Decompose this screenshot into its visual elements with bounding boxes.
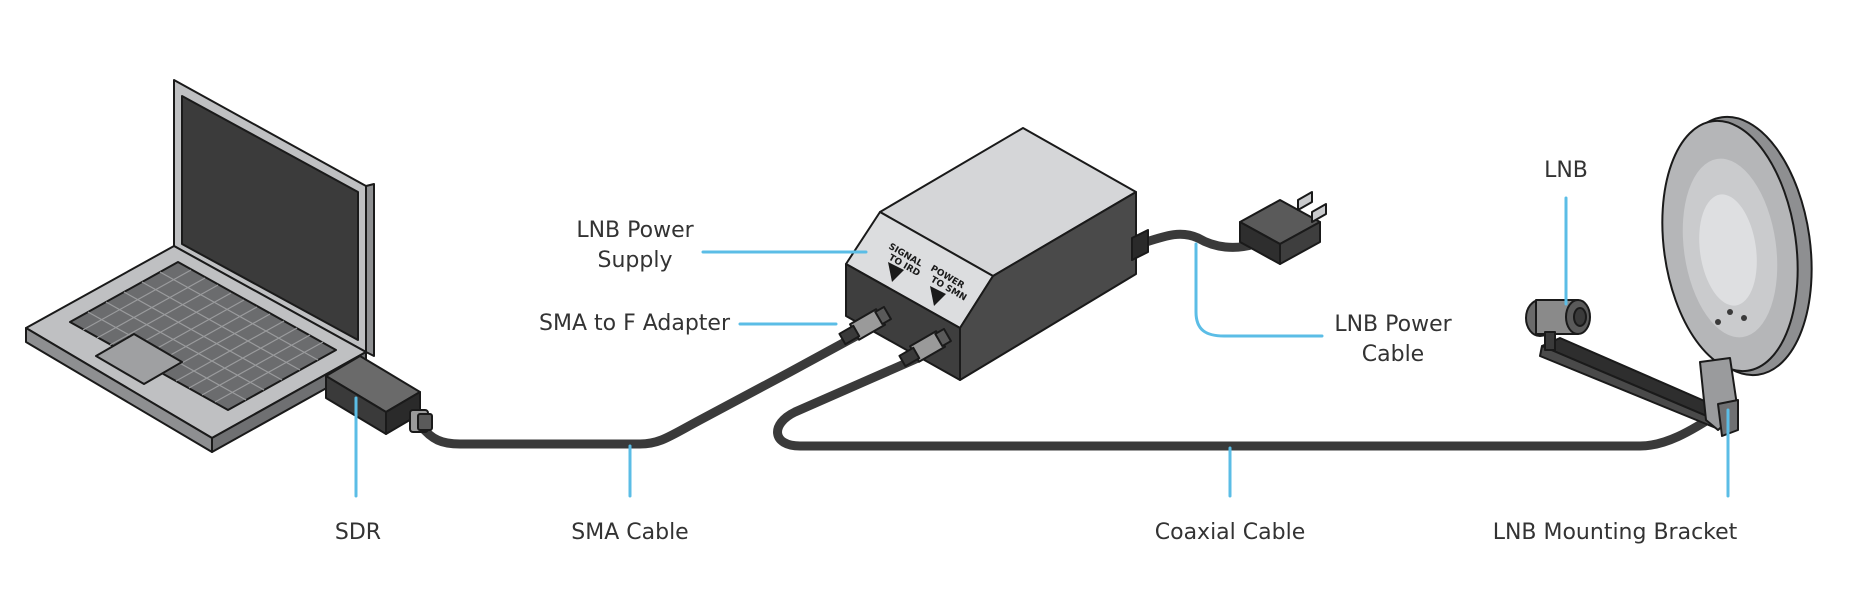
coaxial-cable — [773, 353, 1725, 451]
label-sma-to-f-adapter: SMA to F Adapter — [539, 311, 730, 336]
label-coaxial-cable: Coaxial Cable — [1154, 520, 1306, 545]
satellite-dish-icon — [1661, 115, 1813, 377]
callout-line-lnb-power-cable — [1194, 242, 1324, 338]
label-lnb: LNB — [1544, 158, 1588, 183]
sma-cable — [415, 330, 863, 449]
label-lnb-power-cable: LNB Power Cable — [1318, 310, 1468, 370]
label-sdr: SDR — [334, 520, 382, 545]
sdr-dongle-icon — [325, 355, 433, 435]
label-lnb-mounting-bracket: LNB Mounting Bracket — [1492, 520, 1738, 545]
label-lnb-power-supply-line2: Supply — [597, 248, 673, 273]
lnb-power-cable — [1135, 229, 1260, 252]
lnb-icon — [1525, 299, 1591, 351]
label-lnb-power-supply-line1: LNB Power — [576, 218, 694, 243]
sma-to-f-adapter-icon — [838, 305, 952, 368]
laptop-icon — [25, 79, 375, 453]
label-lnb-power-cable-line2: Cable — [1361, 342, 1425, 367]
ac-plug-icon — [1239, 191, 1327, 265]
label-sma-cable: SMA Cable — [571, 520, 689, 545]
label-lnb-power-supply: LNB Power Supply — [560, 216, 710, 276]
callout-lines — [354, 196, 1730, 498]
label-lnb-power-cable-line1: LNB Power — [1334, 312, 1452, 337]
lnb-mounting-bracket-icon — [1539, 337, 1739, 437]
